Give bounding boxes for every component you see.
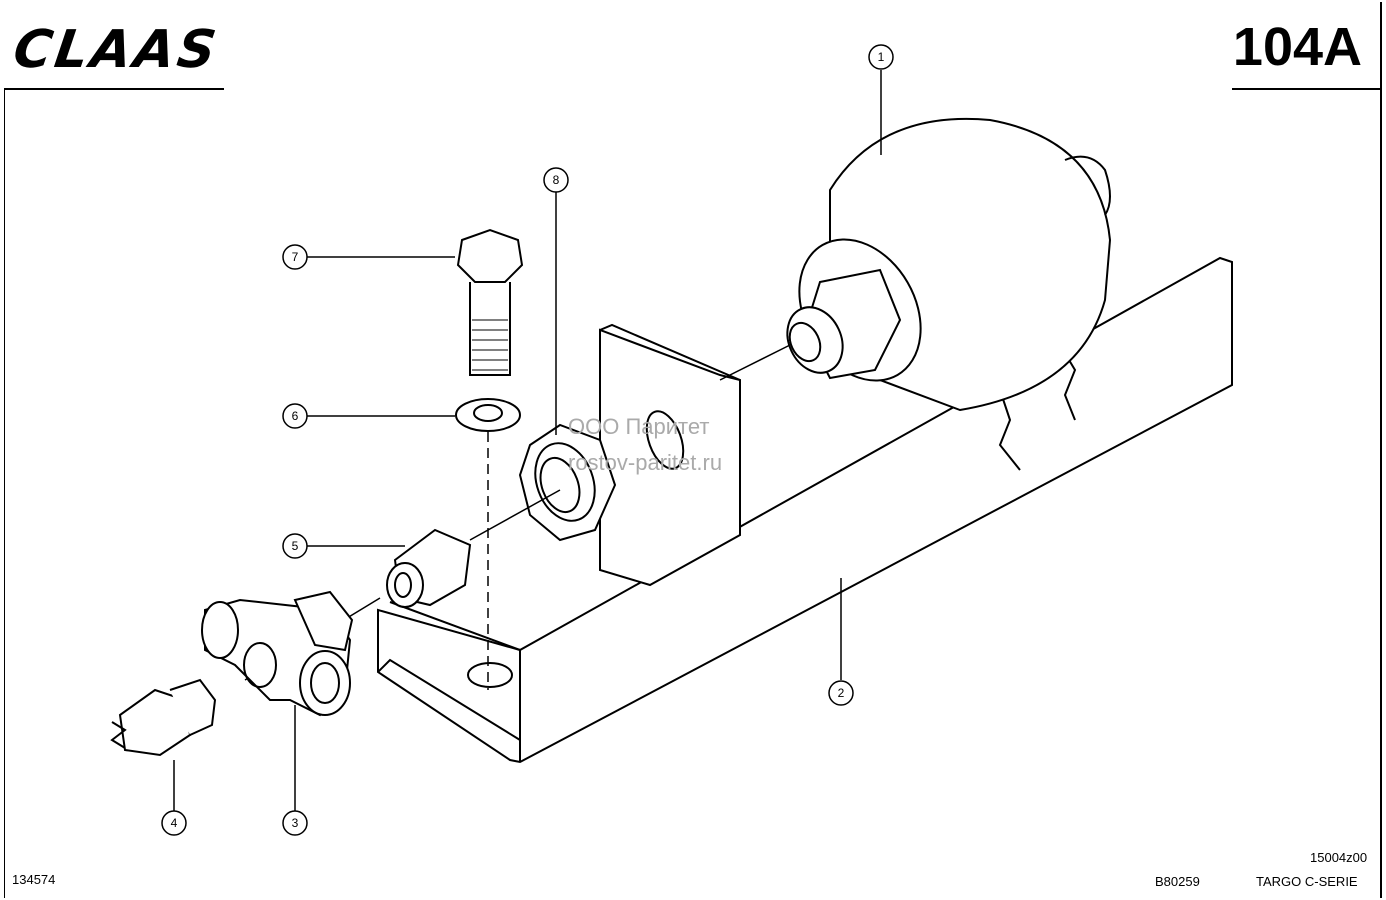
straight-fitting <box>244 489 561 681</box>
tee-fitting <box>201 590 354 717</box>
callout-2: 2 <box>838 686 845 700</box>
callout-circles <box>161 44 894 836</box>
callout-6: 6 <box>292 409 299 423</box>
plug-fitting <box>110 678 217 757</box>
series-name: TARGO C-SERIE <box>1256 874 1358 889</box>
callout-5: 5 <box>292 539 299 553</box>
header-rule-right <box>1232 88 1382 90</box>
pressure-accumulator <box>719 117 1112 412</box>
watermark-url: rostov-paritet.ru <box>568 450 723 475</box>
callout-8: 8 <box>553 173 560 187</box>
leader-lines <box>173 70 882 812</box>
page-code: 104A <box>1232 17 1362 77</box>
sheet-code: 15004z00 <box>1310 850 1368 865</box>
watermark-company: ООО Паритет <box>568 414 710 439</box>
frame-left-border <box>4 88 5 898</box>
callout-3: 3 <box>292 816 299 830</box>
lock-nut <box>518 423 617 542</box>
header-rule-left <box>4 88 224 90</box>
callout-4: 4 <box>171 816 178 830</box>
drawing-number: 134574 <box>12 872 56 887</box>
hex-bolt <box>456 228 524 376</box>
callout-1: 1 <box>878 50 885 64</box>
frame-right-border <box>1380 2 1382 898</box>
washer <box>455 398 521 690</box>
reference-code: B80259 <box>1155 874 1200 889</box>
callout-7: 7 <box>292 250 299 264</box>
